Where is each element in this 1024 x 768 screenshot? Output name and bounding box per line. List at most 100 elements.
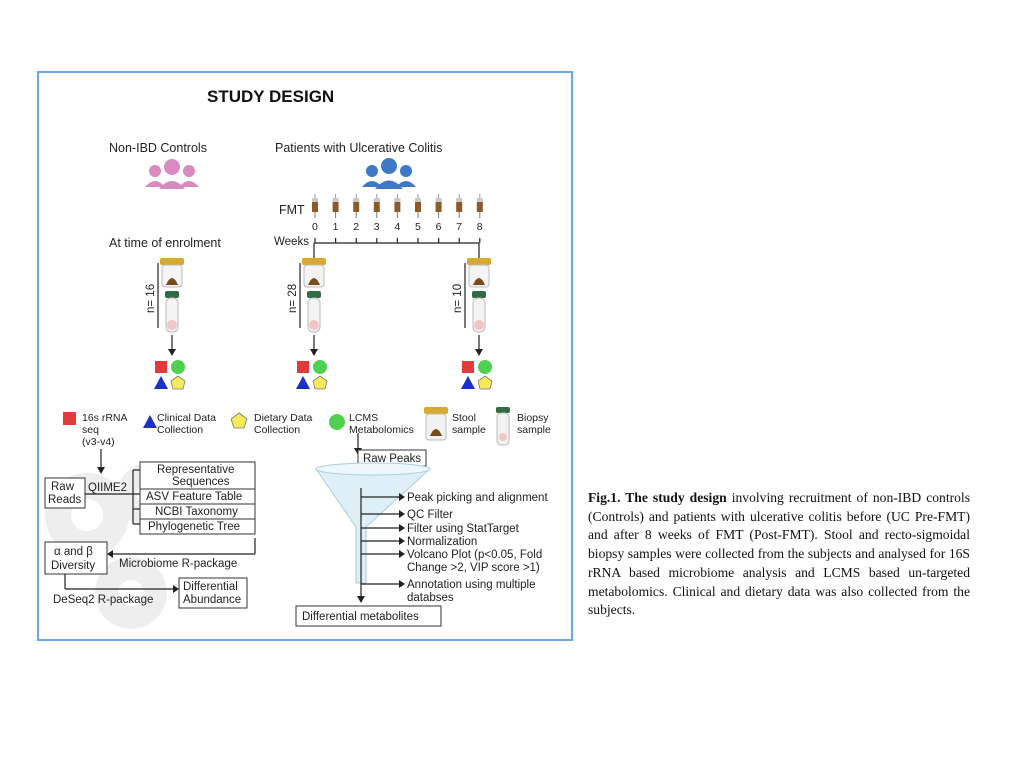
syringe-icon — [435, 194, 442, 218]
week-tick-label: 2 — [353, 221, 359, 233]
stool-tube-icon — [302, 258, 326, 288]
raw-peaks-text: Raw Peaks — [363, 453, 421, 465]
asv-text: ASV Feature Table — [146, 491, 242, 503]
diff-metabolites-text: Differential metabolites — [302, 611, 419, 623]
week-tick-label: 5 — [415, 221, 421, 233]
ncbi-text: NCBI Taxonomy — [155, 506, 238, 518]
phylo-text: Phylogenetic Tree — [148, 521, 240, 533]
week-tick-label: 6 — [436, 221, 442, 233]
patients-people-icon — [362, 158, 416, 189]
rrna-legend-icon — [63, 412, 76, 425]
stool-tube-icon — [160, 258, 184, 288]
syringe-icon — [415, 194, 421, 218]
microbiome-pkg-label: Microbiome R-package — [119, 558, 237, 570]
caption-bold: Fig.1. The study design — [588, 490, 727, 505]
metab-step: Filter using StatTarget — [361, 523, 520, 535]
legend-lcms: LCMS Metabolomics — [349, 412, 414, 436]
controls-label: Non-IBD Controls — [109, 141, 207, 155]
n-label: n= 28 — [287, 284, 299, 313]
dietary-legend-icon — [230, 412, 248, 429]
rep-seq-text: Representative Sequences — [157, 464, 238, 488]
metab-step-text: Filter using StatTarget — [407, 523, 520, 535]
syringe-icon — [476, 194, 483, 218]
syringe-icon — [394, 194, 401, 218]
biopsy-legend-icon — [496, 407, 510, 446]
syringe-icon — [332, 194, 339, 218]
sample-column: n= 10 — [452, 258, 493, 390]
lcms-icon — [313, 360, 327, 374]
n-label: n= 10 — [452, 284, 464, 313]
week-tick-label: 4 — [394, 221, 400, 233]
rrna-icon — [297, 361, 309, 373]
week-tick-label: 1 — [333, 221, 339, 233]
clinical-icon — [461, 376, 475, 389]
raw-reads-box — [44, 477, 86, 509]
syringe-icon — [373, 194, 380, 218]
stool-tube-icon — [467, 258, 491, 288]
funnel-icon — [315, 462, 432, 584]
biopsy-tube-icon — [307, 291, 321, 333]
patients-label: Patients with Ulcerative Colitis — [275, 141, 442, 155]
metab-step: Normalization — [361, 536, 477, 548]
metab-step: QC Filter — [361, 509, 453, 521]
rrna-icon — [462, 361, 474, 373]
rep-seq-box — [139, 461, 256, 490]
syringe-icon — [353, 194, 360, 218]
biopsy-tube-icon — [472, 291, 486, 333]
diversity-text: α and β Diversity — [51, 546, 96, 572]
legend: 16s rRNA seq (v3-v4) Clinical Data Colle… — [63, 407, 551, 448]
microbiome-pipeline: Raw Reads QIIME2 Representative Sequence… — [44, 449, 256, 609]
lcms-legend-icon — [329, 414, 345, 430]
fmt-syringes — [312, 194, 483, 218]
figure-caption: Fig.1. The study design involving recrui… — [588, 489, 970, 620]
biopsy-tube-icon — [165, 291, 179, 333]
phylo-box — [139, 518, 256, 535]
legend-dietary: Dietary Data Collection — [254, 412, 315, 436]
qiime-label: QIIME2 — [88, 482, 127, 494]
diagram-title: STUDY DESIGN — [207, 87, 334, 106]
sample-column: n= 16 — [145, 258, 186, 390]
legend-rrna: 16s rRNA seq (v3-v4) — [82, 412, 130, 448]
dietary-icon — [312, 375, 328, 390]
legend-clinical: Clinical Data Collection — [157, 412, 219, 436]
weeks-label: Weeks — [274, 236, 309, 248]
lcms-icon — [478, 360, 492, 374]
metab-step-text: QC Filter — [407, 509, 453, 521]
metabolomics-pipeline: Raw Peaks Peak picking and alignment QC F… — [295, 433, 548, 627]
week-tick-label: 3 — [374, 221, 380, 233]
legend-stool: Stool sample — [452, 412, 486, 436]
diff-abundance-text: Differential Abundance — [183, 581, 241, 606]
study-design-diagram: STUDY DESIGN Non-IBD Controls Patients w… — [44, 87, 551, 629]
diff-abundance-box — [178, 577, 248, 609]
diff-metabolites-box — [295, 605, 442, 627]
syringe-icon — [312, 194, 318, 218]
controls-people-icon — [145, 159, 199, 189]
sample-column: n= 28 — [287, 258, 328, 390]
n-label: n= 16 — [145, 284, 157, 313]
syringe-icon — [456, 194, 463, 218]
legend-biopsy: Biopsy sample — [517, 412, 551, 436]
dietary-icon — [170, 375, 186, 390]
metab-step: Peak picking and alignment — [361, 492, 548, 504]
clinical-legend-icon — [143, 415, 157, 428]
metab-step-text: Peak picking and alignment — [407, 492, 548, 504]
rrna-icon — [155, 361, 167, 373]
diversity-box — [44, 541, 108, 575]
clinical-icon — [296, 376, 310, 389]
week-tick-label: 7 — [456, 221, 462, 233]
clinical-icon — [154, 376, 168, 389]
metab-step-text: Normalization — [407, 536, 477, 548]
lcms-icon — [171, 360, 185, 374]
enrolment-label: At time of enrolment — [109, 236, 221, 250]
figure-panel: STUDY DESIGN Non-IBD Controls Patients w… — [37, 71, 573, 641]
caption-text: involving recruitment of non-IBD control… — [588, 490, 971, 618]
fmt-label: FMT — [279, 203, 305, 217]
dietary-icon — [477, 375, 493, 390]
stool-legend-icon — [424, 407, 448, 441]
week-tick-label: 8 — [477, 221, 483, 233]
